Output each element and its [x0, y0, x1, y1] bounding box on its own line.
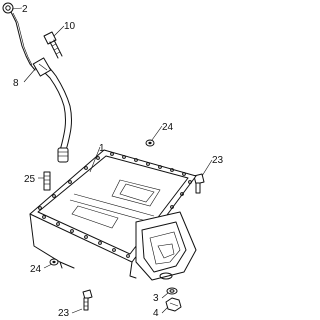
washer-bottom — [49, 258, 59, 266]
callout-10: 10 — [64, 21, 76, 32]
callout-2: 2 — [22, 4, 28, 15]
stud-bolt — [43, 171, 51, 191]
callout-4: 4 — [153, 308, 159, 319]
drain-plug-gasket — [166, 287, 178, 295]
callout-23-right: 23 — [212, 155, 224, 166]
drain-plug — [165, 297, 182, 312]
callout-23-bottom: 23 — [58, 308, 70, 319]
callout-8: 8 — [13, 78, 19, 89]
leader-lines — [11, 7, 213, 314]
oil-pan — [29, 149, 197, 281]
callout-24-top: 24 — [162, 122, 174, 133]
callout-labels: 2 10 8 1 24 23 25 24 3 4 23 — [13, 4, 224, 319]
pan-bolt-bottom — [82, 289, 93, 311]
dipstick-guide-tube — [32, 57, 72, 163]
callout-25: 25 — [24, 174, 36, 185]
callout-24-bottom: 24 — [30, 264, 42, 275]
callout-3: 3 — [153, 293, 159, 304]
bracket-bolt — [43, 31, 63, 59]
oil-pan-exploded-diagram: 2 10 8 1 24 23 25 24 3 4 23 — [2, 2, 224, 319]
callout-1: 1 — [99, 143, 105, 154]
pan-bolt-right — [193, 173, 205, 194]
dipstick — [2, 2, 36, 71]
washer-top — [145, 139, 155, 147]
